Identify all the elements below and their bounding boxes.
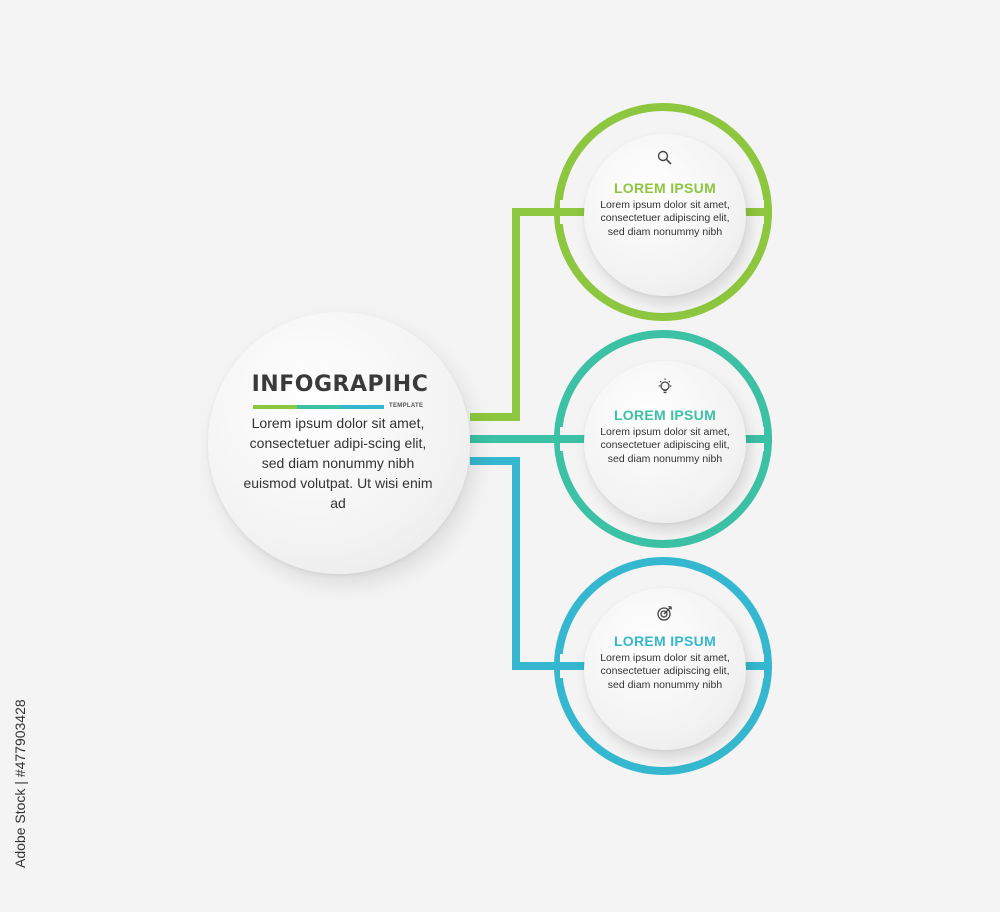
- item-3-title: LOREM IPSUM: [613, 633, 717, 649]
- main-circle: [208, 312, 470, 574]
- main-title: INFOGRAPIHC: [251, 372, 429, 397]
- item-1-disc: [584, 134, 746, 296]
- item-2-disc: [584, 361, 746, 523]
- main-body-text: Lorem ipsum dolor sit amet, consectetuer…: [243, 415, 433, 511]
- item-2-title: LOREM IPSUM: [613, 407, 717, 423]
- target-icon: [657, 605, 673, 621]
- item-1-title: LOREM IPSUM: [613, 180, 717, 196]
- item-2-body: Lorem ipsum dolor sit amet, consectetuer…: [600, 426, 730, 465]
- title-underline-cyan: [341, 405, 384, 409]
- title-underline-green: [253, 405, 297, 409]
- stock-watermark: Adobe Stock | #477903428: [12, 699, 28, 868]
- item-3-disc: [584, 588, 746, 750]
- template-label: TEMPLATE: [389, 403, 424, 409]
- title-underline-teal: [297, 405, 341, 409]
- item-1-body: Lorem ipsum dolor sit amet, consectetuer…: [600, 199, 730, 238]
- item-3-body: Lorem ipsum dolor sit amet, consectetuer…: [600, 652, 730, 691]
- magnifier-icon: [657, 150, 672, 165]
- lightbulb-icon: [658, 378, 672, 394]
